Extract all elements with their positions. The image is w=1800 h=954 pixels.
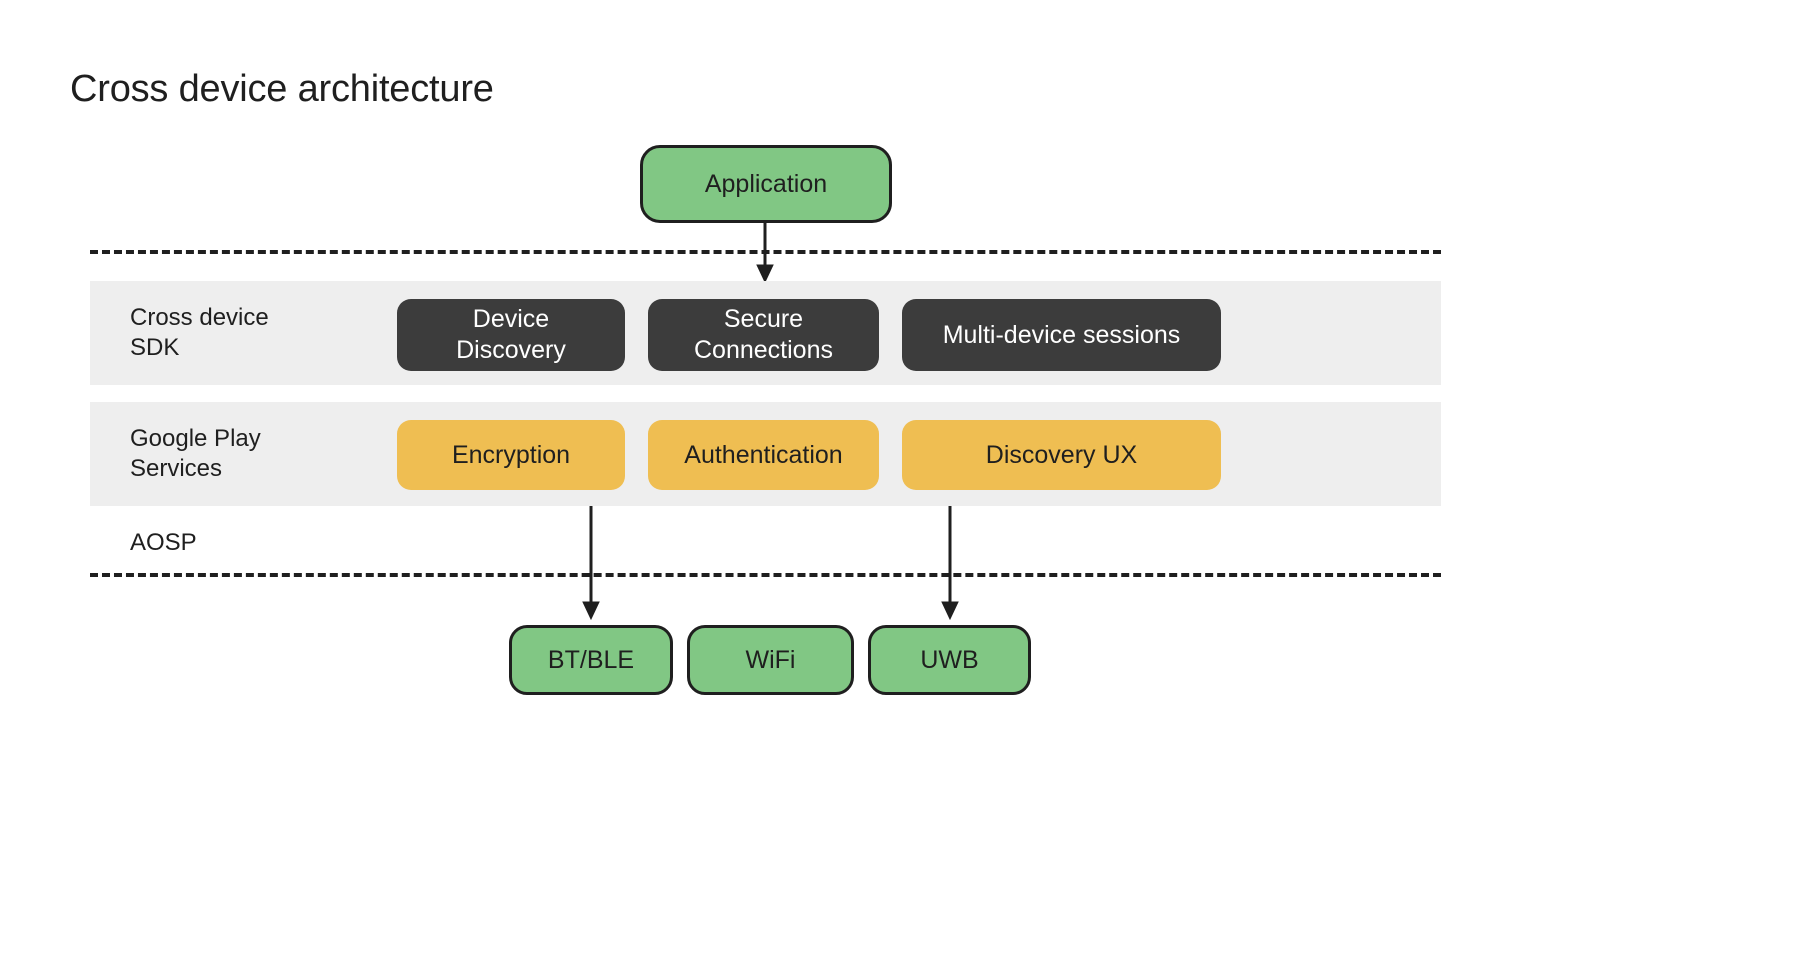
node-discovery-ux[interactable]: Discovery UX: [902, 420, 1221, 490]
node-bt-ble[interactable]: BT/BLE: [509, 625, 673, 695]
layer-label-aosp: AOSP: [130, 529, 197, 556]
node-encryption[interactable]: Encryption: [397, 420, 625, 490]
node-multi-device-sessions[interactable]: Multi-device sessions: [902, 299, 1221, 371]
node-authentication[interactable]: Authentication: [648, 420, 879, 490]
node-application[interactable]: Application: [640, 145, 892, 223]
layer-label-cross-device-sdk: Cross device SDK: [130, 304, 269, 361]
boundary-line-top: [90, 250, 1441, 254]
page-title: Cross device architecture: [70, 68, 494, 110]
arrow-discovery-ux-to-uwb: [941, 506, 959, 621]
arrow-application-to-secure-connections: [756, 221, 774, 284]
node-uwb[interactable]: UWB: [868, 625, 1031, 695]
node-device-discovery[interactable]: Device Discovery: [397, 299, 625, 371]
layer-label-google-play-services: Google Play Services: [130, 425, 261, 482]
arrow-encryption-to-bt-ble: [582, 506, 600, 621]
node-secure-connections[interactable]: Secure Connections: [648, 299, 879, 371]
boundary-line-bottom: [90, 573, 1441, 577]
node-wifi[interactable]: WiFi: [687, 625, 854, 695]
